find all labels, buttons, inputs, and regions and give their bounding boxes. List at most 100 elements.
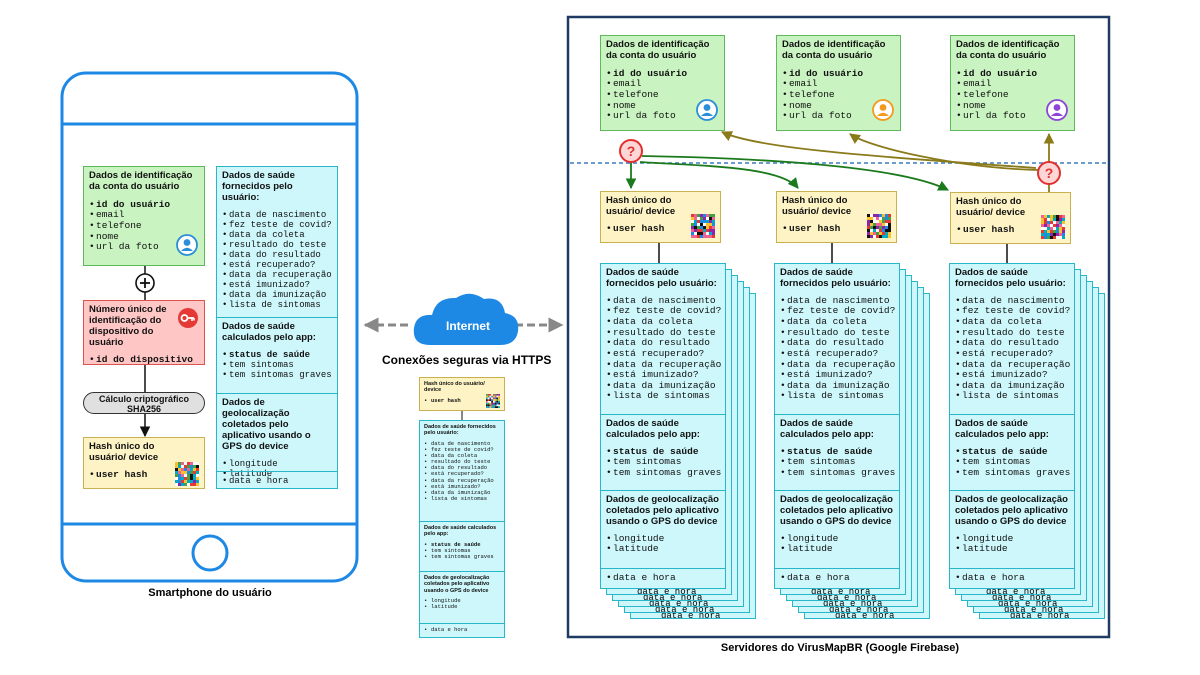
list-item: lista de sintomas xyxy=(222,300,332,310)
account-list: id do usuárioemailtelefonenomeurl da fot… xyxy=(956,68,1069,122)
stacked-datetime: data e hora xyxy=(829,606,889,613)
app-title: Dados de saúde calculados pelo app: xyxy=(222,321,316,343)
list-item: tem sintomas xyxy=(222,360,332,370)
list-item: id do dispositivo xyxy=(89,354,199,366)
list-item: latitude xyxy=(222,469,332,479)
app-section: Dados de saúde calculados pelo app: stat… xyxy=(601,414,725,483)
list-item: id do usuário xyxy=(606,68,719,80)
stacked-datetime: data e hora xyxy=(986,588,1046,595)
list-item: data da imunização xyxy=(424,489,500,496)
list-item: tem sintomas graves xyxy=(955,467,1070,479)
list-item: user hash xyxy=(606,223,715,235)
app-list: status de saúdetem sintomastem sintomas … xyxy=(955,446,1070,479)
geo-section: Dados de geolocalização coletados pelo a… xyxy=(775,490,899,559)
app-section: Dados de saúde calculados pelo app: stat… xyxy=(775,414,899,483)
list-item: id do usuário xyxy=(956,68,1069,80)
list-item: url da foto xyxy=(89,242,199,253)
packet-connector xyxy=(461,411,463,420)
account-list: id do usuárioemailtelefonenomeurl da fot… xyxy=(782,68,895,122)
packet-app-list: status de saúde tem sintomas tem sintoma… xyxy=(424,541,500,560)
hash-title: Hash único do usuário/ device xyxy=(89,441,159,463)
list-item: data da recuperação xyxy=(955,359,1070,371)
list-item: resultado do teste xyxy=(424,458,500,465)
list-item: id do usuário xyxy=(89,199,199,211)
datetime-section: data e hora xyxy=(601,568,725,588)
list-item: data da coleta xyxy=(780,316,894,328)
smartphone-caption: Smartphone do usuário xyxy=(148,587,272,599)
list-item: url da foto xyxy=(956,111,1069,122)
server-account-box: Dados de identificação da conta do usuár… xyxy=(950,35,1075,131)
packet-geo-title: Dados de geolocalização coletados pelo a… xyxy=(424,575,490,594)
list-item: lista de sintomas xyxy=(780,391,894,402)
list-item: id do usuário xyxy=(782,68,895,80)
list-item: nome xyxy=(956,100,1069,112)
list-item: data e hora xyxy=(606,572,720,584)
hash-title: Hash único do usuário/ device xyxy=(782,195,852,217)
app-section: Dados de saúde calculados pelo app: stat… xyxy=(950,414,1074,483)
app-section: Dados de saúde calculados pelo app: stat… xyxy=(217,317,337,384)
list-item: data de nascimento xyxy=(222,210,332,220)
app-list: status de saúdetem sintomastem sintomas … xyxy=(780,446,895,479)
packet-hash-list: user hash xyxy=(424,397,500,404)
account-list: id do usuárioemailtelefonenomeurl da fot… xyxy=(606,68,719,122)
server-hash-box: Hash único do usuário/ device user hash xyxy=(776,191,897,243)
qr-code-icon xyxy=(867,214,891,238)
list-item: latitude xyxy=(424,603,500,610)
list-item: fez teste de covid? xyxy=(222,220,332,230)
list-item: está recuperado? xyxy=(606,348,720,360)
list-item: tem sintomas graves xyxy=(424,553,500,560)
list-item: lista de sintomas xyxy=(955,391,1069,402)
user-icon-purple xyxy=(1046,99,1068,124)
qr-code-icon xyxy=(175,462,199,486)
list-item: data da coleta xyxy=(955,316,1069,328)
list-item: tem sintomas xyxy=(424,547,500,554)
list-item: latitude xyxy=(955,544,1069,555)
svg-text:?: ? xyxy=(627,143,636,159)
list-item: data de nascimento xyxy=(424,440,500,447)
list-item: data da coleta xyxy=(222,230,332,240)
hash-list: user hash xyxy=(89,469,199,481)
hash-title: Hash único do usuário/ device xyxy=(606,195,676,217)
list-item: data da imunização xyxy=(955,380,1069,392)
packet-health-title: Dados de saúde fornecidos pelo usuário: xyxy=(424,424,496,437)
list-item: fez teste de covid? xyxy=(424,446,500,453)
qr-code-icon xyxy=(691,214,715,238)
list-item: data do resultado xyxy=(222,250,332,260)
hash-list: user hash xyxy=(782,223,891,235)
list-item: está recuperado? xyxy=(424,471,500,478)
list-item: status de saúde xyxy=(222,350,332,360)
account-title: Dados de identificação da conta do usuár… xyxy=(606,39,710,61)
list-item: nome xyxy=(606,100,719,112)
packet-geo-section: Dados de geolocalização coletados pelo a… xyxy=(420,571,504,613)
geo-section: Dados de geolocalização coletados pelo a… xyxy=(601,490,725,559)
list-item: email xyxy=(89,210,199,221)
stacked-datetime: data e hora xyxy=(817,594,877,601)
packet-app-section: Dados de saúde calculados pelo app: stat… xyxy=(420,521,504,563)
home-button-icon xyxy=(191,534,229,572)
list-item: está imunizado? xyxy=(780,370,894,381)
list-item: data e hora xyxy=(955,572,1069,584)
svg-text:?: ? xyxy=(1045,165,1054,181)
list-item: data e hora xyxy=(424,626,500,633)
list-item: data da recuperação xyxy=(222,270,332,280)
stacked-datetime: data e hora xyxy=(992,594,1052,601)
list-item: email xyxy=(956,79,1069,90)
health-list: data de nascimento fez teste de covid? d… xyxy=(222,210,332,311)
list-item: fez teste de covid? xyxy=(955,306,1070,317)
https-caption: Conexões seguras via HTTPS xyxy=(382,353,552,367)
server-hash-box: Hash único do usuário/ device user hash xyxy=(950,192,1071,244)
list-item: url da foto xyxy=(782,111,895,122)
list-item: longitude xyxy=(424,597,500,604)
server-account-box: Dados de identificação da conta do usuár… xyxy=(776,35,901,131)
list-item: data do resultado xyxy=(780,338,894,349)
list-item: status de saúde xyxy=(606,446,720,458)
hash-box: Hash único do usuário/ device user hash xyxy=(83,437,205,489)
list-item: data da recuperação xyxy=(780,359,895,371)
list-item: resultado do teste xyxy=(606,327,720,339)
list-item: user hash xyxy=(956,224,1065,236)
list-item: fez teste de covid? xyxy=(780,306,895,317)
server-hash-box: Hash único do usuário/ device user hash xyxy=(600,191,721,243)
list-item: está recuperado? xyxy=(780,348,894,360)
list-item: data e hora xyxy=(222,476,332,486)
crypto-line1: Cálculo criptográfico xyxy=(98,394,189,404)
